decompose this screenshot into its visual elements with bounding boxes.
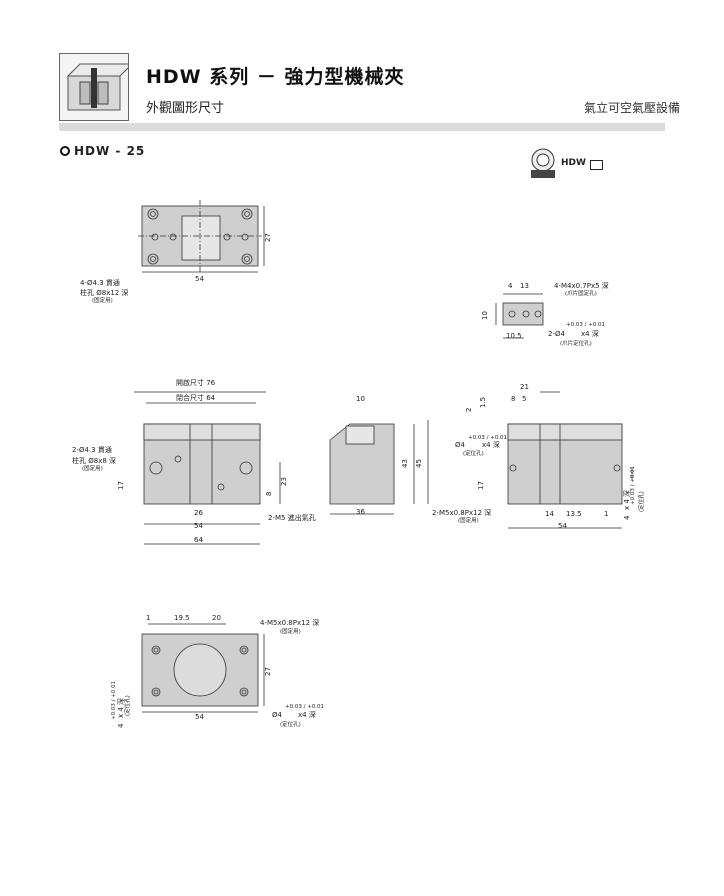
top-dim-height: 27 (264, 233, 272, 242)
jaw-dim-a: 4 (508, 282, 513, 290)
mount-hole (241, 208, 253, 220)
right-dim-15: 1.5 (479, 396, 487, 408)
bottom-hole-note: Ø4 (272, 711, 282, 719)
right-dim-5: 5 (522, 395, 527, 403)
jaw-dim-b: 13 (520, 282, 529, 290)
right-dim-1: 1 (604, 510, 609, 518)
bottom-side-note: 4 (117, 723, 125, 728)
jaw-note-1: 4-M4x0.7Px5 深 (554, 282, 609, 290)
jaw-note-2: 2-Ø4 (548, 330, 565, 338)
right-hole-note: Ø4 (455, 441, 465, 449)
page-subtitle: 外觀圖形尺寸 (146, 101, 225, 116)
bottom-thread-sub: (固定用) (280, 629, 301, 635)
right-view (507, 391, 633, 529)
front-open: 開啟尺寸 76 (176, 379, 216, 387)
right-thread-sub: (固定用) (458, 518, 479, 524)
side-dim-10: 10 (356, 395, 365, 403)
bottom-hole-tol: +0.03 / +0.01 (285, 704, 325, 710)
jaw-dim-c: 10.5 (506, 332, 522, 340)
right-dim-8: 8 (511, 395, 516, 403)
bottom-side-sub: (定位孔) (125, 695, 131, 716)
top-note-1: 4-Ø4.3 貫通 (80, 279, 120, 287)
right-side-note: 4 (623, 515, 631, 520)
mount-hole (241, 253, 253, 265)
top-note-2: 柱孔 Ø8x12 深 (80, 289, 129, 297)
page-title: HDW 系列 － 強力型機械夾 (146, 66, 405, 88)
right-side-tol: +0.03 / +0.01 (630, 465, 636, 505)
thread-hole (239, 687, 249, 697)
bottom-dim-54: 54 (195, 713, 204, 721)
front-dim-54: 54 (194, 522, 203, 530)
side-dim-45: 45 (415, 459, 423, 468)
jaw-note-1-sub: (爪片固定孔) (565, 291, 597, 297)
product-photo (59, 53, 134, 121)
right-side-sub: (定位孔) (639, 491, 645, 512)
right-dim-14: 14 (545, 510, 554, 518)
badge-label: HDW (561, 158, 586, 168)
bottom-view (141, 623, 265, 713)
front-dim-23: 23 (280, 477, 288, 486)
right-hole-tail: x4 深 (482, 441, 500, 449)
front-note-3: (固定用) (82, 466, 103, 472)
front-dim-64: 64 (194, 536, 203, 544)
top-note-3: (固定用) (92, 298, 113, 304)
header-divider (59, 123, 665, 131)
right-dim-54: 54 (558, 522, 567, 530)
bullet-icon (60, 146, 70, 156)
right-dim-17: 17 (477, 481, 485, 490)
mount-hole (147, 208, 159, 220)
side-dim-36: 36 (356, 508, 365, 516)
bottom-hole-tail: x4 深 (298, 711, 316, 719)
bottom-hole-sub: (定位孔) (280, 722, 301, 728)
right-hole-sub: (定位孔) (463, 451, 484, 457)
top-view (138, 200, 265, 273)
thread-hole (239, 645, 249, 655)
side-dim-43: 43 (401, 459, 409, 468)
side-view (329, 420, 429, 515)
top-dim-width: 54 (195, 275, 204, 283)
right-side-tail: x 4 深 (623, 489, 631, 510)
thread-hole (151, 645, 161, 655)
bottom-dim-27: 27 (264, 667, 272, 676)
jaw-detail (495, 293, 544, 339)
right-dim-135: 13.5 (566, 510, 582, 518)
bottom-dim-195: 19.5 (174, 614, 190, 622)
badge-box (590, 160, 603, 170)
jaw-note-2-tail: x4 深 (581, 330, 599, 338)
front-note-1: 2-Ø4.3 貫通 (72, 446, 112, 454)
bottom-side-tail: x 4 深 (117, 697, 125, 718)
front-dim-17: 17 (117, 481, 125, 490)
front-view (134, 391, 281, 545)
jaw-note-2-sub: (爪片定位孔) (560, 341, 592, 347)
jaw-note-2-tol: +0.03 / +0.01 (566, 322, 606, 328)
section-heading: HDW - 25 (60, 144, 145, 158)
right-hole-tol: +0.03 / +0.01 (468, 435, 508, 441)
front-dim-8: 8 (265, 491, 273, 496)
bottom-dim-20: 20 (212, 614, 221, 622)
front-port: 2-M5 進出氣孔 (268, 514, 316, 522)
right-dim-21: 21 (520, 383, 529, 391)
bottom-dim-1: 1 (146, 614, 151, 622)
jaw-dim-h: 10 (481, 311, 489, 320)
right-thread-note: 2-M5x0.8Px12 深 (432, 509, 492, 517)
category-label: 氣立可空氣壓設備 (583, 101, 680, 115)
front-note-2: 柱孔 Ø8x8 深 (72, 457, 117, 465)
front-dim-26: 26 (194, 509, 203, 517)
right-dim-2: 2 (465, 407, 473, 412)
thread-hole (151, 687, 161, 697)
mount-hole (147, 253, 159, 265)
bottom-thread-note: 4-M5x0.8Px12 深 (260, 619, 320, 627)
front-close: 閉合尺寸 64 (176, 394, 216, 402)
cylinder-symbol-icon (531, 148, 555, 178)
